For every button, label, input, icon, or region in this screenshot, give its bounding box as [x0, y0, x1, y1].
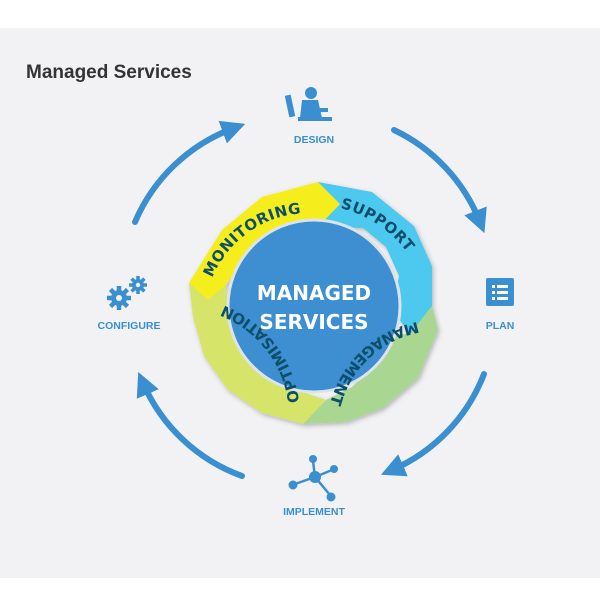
- stage-label-design: DESIGN: [294, 134, 334, 146]
- cycle-arrow-implement-to-configure: [136, 371, 245, 479]
- designer-at-desk-icon: [284, 87, 332, 121]
- stage-label-implement: IMPLEMENT: [283, 506, 345, 518]
- ring-segment-management: [303, 306, 438, 424]
- center-circle: [226, 218, 402, 394]
- center-label-line1: MANAGED: [257, 281, 371, 305]
- gears-icon: [107, 276, 147, 310]
- cycle-arrow-design-to-plan: [391, 127, 487, 234]
- network-nodes-icon: [288, 455, 338, 502]
- stage-label-configure: CONFIGURE: [98, 320, 161, 332]
- ring-segment-support: [318, 182, 432, 334]
- page-title: Managed Services: [26, 62, 192, 83]
- stage-label-plan: PLAN: [486, 320, 515, 332]
- cycle-arrow-plan-to-implement: [380, 371, 487, 477]
- cycle-arrow-configure-to-design: [132, 120, 246, 225]
- list-document-icon: [486, 278, 514, 306]
- center-label-line2: SERVICES: [259, 310, 368, 334]
